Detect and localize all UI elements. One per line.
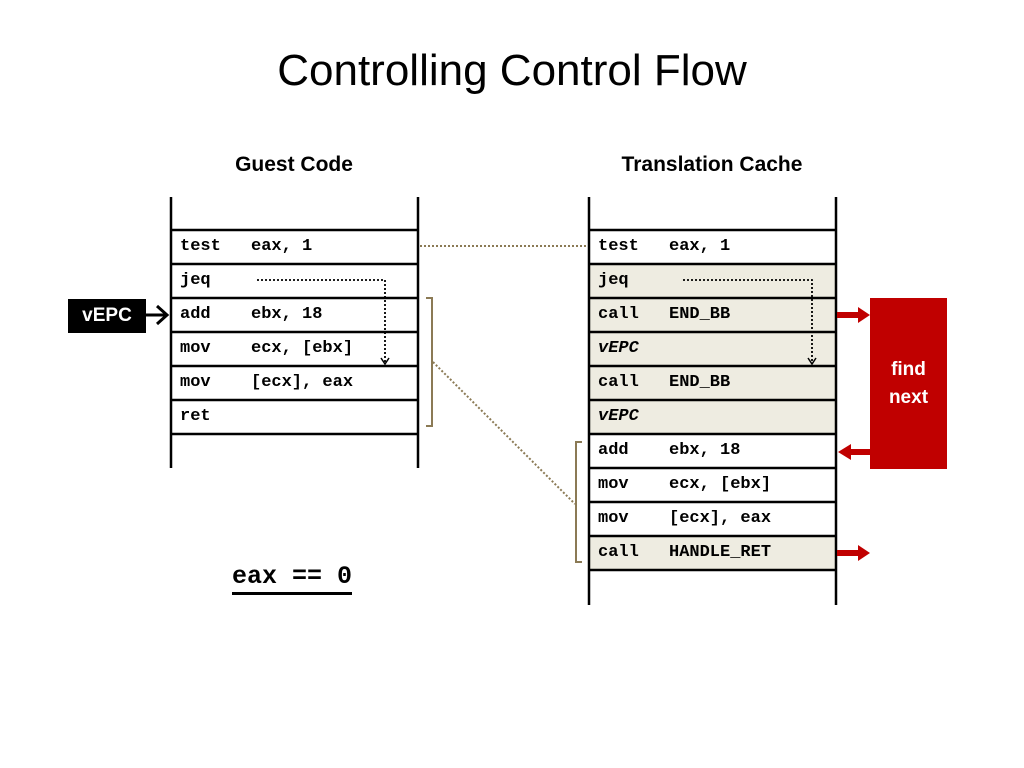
operand: ecx, [ebx]: [669, 475, 772, 494]
cache-row: vEPC: [588, 332, 836, 366]
opcode: jeq: [598, 271, 629, 290]
guest-stack-frame: [169, 197, 420, 468]
cache-row: mov [ecx], eax: [588, 502, 836, 536]
cache-row: jeq: [588, 264, 836, 298]
opcode: mov: [180, 373, 211, 392]
operand: ebx, 18: [669, 441, 741, 460]
operand: [ecx], eax: [669, 509, 772, 528]
opcode: mov: [598, 475, 629, 494]
operand: HANDLE_RET: [669, 543, 772, 562]
vepc-pointer-arrow: [146, 304, 170, 326]
guest-row: mov [ecx], eax: [170, 366, 418, 400]
cache-row: test eax, 1: [588, 230, 836, 264]
cache-block-bracket: [575, 441, 582, 563]
opcode: call: [598, 373, 639, 392]
condition-label: eax == 0: [232, 562, 353, 595]
block-connector: [432, 361, 576, 505]
opcode: call: [598, 543, 639, 562]
handle-ret-arrow-right: [837, 545, 870, 561]
opcode: mov: [180, 339, 211, 358]
find-next-handler: find next: [870, 298, 947, 469]
guest-code-heading: Guest Code: [235, 153, 353, 176]
find-next-line1: find: [891, 358, 926, 380]
guest-row: jeq: [170, 264, 418, 298]
operand: eax, 1: [669, 237, 731, 256]
end-bb-arrow-right: [837, 307, 870, 323]
guest-row: mov ecx, [ebx]: [170, 332, 418, 366]
opcode: add: [180, 305, 211, 324]
find-next-line2: next: [888, 386, 929, 408]
return-arrow-left: [838, 444, 870, 460]
translation-cache-heading: Translation Cache: [621, 153, 803, 176]
opcode: test: [180, 237, 221, 256]
operand: END_BB: [669, 305, 731, 324]
operand: ecx, [ebx]: [251, 339, 354, 358]
opcode: call: [598, 305, 639, 324]
opcode: jeq: [180, 271, 211, 290]
opcode: add: [598, 441, 629, 460]
opcode: ret: [180, 407, 211, 426]
slide-title: Controlling Control Flow: [277, 46, 747, 95]
opcode: mov: [598, 509, 629, 528]
cache-jeq-jump-arrow: [683, 279, 817, 366]
cache-row: call END_BB: [588, 366, 836, 400]
guest-row: add ebx, 18: [170, 298, 418, 332]
opcode: test: [598, 237, 639, 256]
cache-row: call HANDLE_RET: [588, 536, 836, 570]
guest-block-bracket: [426, 297, 433, 427]
operand: [ecx], eax: [251, 373, 354, 392]
cache-row: call END_BB: [588, 298, 836, 332]
guest-jeq-jump-arrow: [257, 279, 390, 366]
operand: END_BB: [669, 373, 731, 392]
guest-row: ret: [170, 400, 418, 434]
cache-row: add ebx, 18: [588, 434, 836, 468]
opcode: vEPC: [598, 339, 639, 358]
cache-stack-frame: [587, 197, 838, 605]
operand: ebx, 18: [251, 305, 323, 324]
cache-row: vEPC: [588, 400, 836, 434]
opcode: vEPC: [598, 407, 639, 426]
guest-row: test eax, 1: [170, 230, 418, 264]
vepc-pointer-label: vEPC: [68, 299, 146, 333]
operand: eax, 1: [251, 237, 313, 256]
cache-row: mov ecx, [ebx]: [588, 468, 836, 502]
